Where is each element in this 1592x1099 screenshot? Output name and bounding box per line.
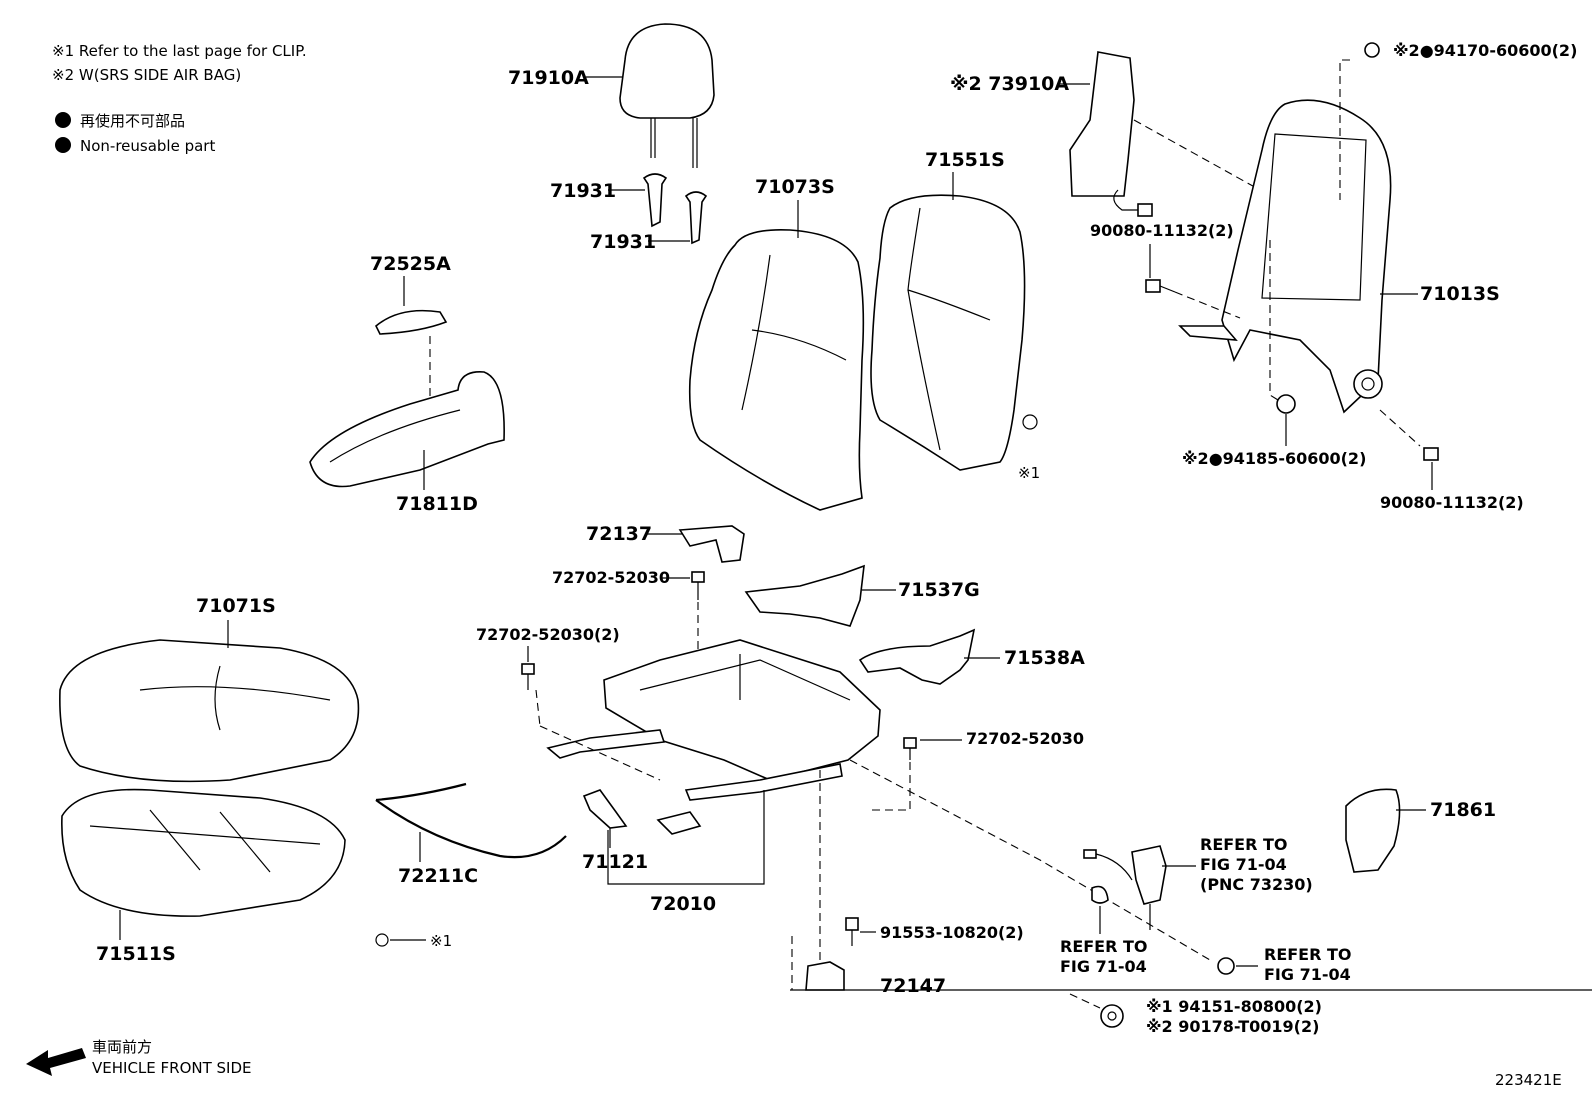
bolt-90080-lower-drawing (1423, 447, 1439, 461)
label-94185-60600: ※2●94185-60600(2) (1182, 449, 1366, 468)
label-90178-T0019: ※2 90178-T0019(2) (1146, 1017, 1319, 1036)
label-71861: 71861 (1430, 799, 1496, 821)
note-clip: ※1 Refer to the last page for CLIP. (52, 42, 307, 60)
label-72702-right: 72702-52030 (966, 729, 1084, 748)
bolt-91553-drawing (845, 917, 859, 946)
wire-72211C-drawing (375, 782, 567, 859)
nut-94185-drawing (1276, 394, 1296, 414)
clip-ref-2: ※1 (430, 932, 452, 950)
seat-track-72010-drawing (546, 639, 881, 835)
label-94151-80800: ※1 94151-80800(2) (1146, 997, 1322, 1016)
side-airbag-drawing (1069, 51, 1153, 217)
bolt-72702-left-drawing (521, 663, 535, 690)
nut-94170-drawing (1364, 42, 1380, 58)
clip-ref-1: ※1 (1018, 464, 1040, 482)
seatback-frame-drawing (1178, 99, 1392, 414)
seatbelt-buckle-drawing (1083, 845, 1167, 930)
label-94170-60600: ※2●94170-60600(2) (1393, 41, 1577, 60)
ref3-line2: FIG 71-04 (1264, 965, 1351, 984)
label-71931-upper: 71931 (550, 180, 616, 202)
headrest-support-drawing (642, 173, 708, 245)
bracket-71538A-drawing (858, 628, 976, 685)
seatback-pad-drawing (870, 194, 1026, 471)
non-reusable-dot-icon (55, 112, 71, 128)
cover-72137-drawing (678, 525, 745, 563)
label-71931-lower: 71931 (590, 231, 656, 253)
label-72211C: 72211C (398, 865, 478, 887)
clip-icon (375, 933, 389, 947)
label-72147: 72147 (880, 975, 946, 997)
label-71121: 71121 (582, 851, 648, 873)
ref1-line1: REFER TO (1200, 835, 1288, 854)
cover-71861-drawing (1345, 788, 1401, 873)
label-72702-top: 72702-52030 (552, 568, 670, 587)
ref3-line1: REFER TO (1264, 945, 1352, 964)
label-71538A: 71538A (1004, 647, 1085, 669)
bolt-72702-top-drawing (691, 571, 705, 600)
legend-jp: 再使用不可部品 (80, 112, 185, 130)
label-71073S: 71073S (755, 176, 835, 198)
figure-id: 223421E (1495, 1071, 1562, 1089)
headrest-drawing (619, 23, 715, 168)
cushion-pad-71511S-drawing (61, 788, 346, 917)
bolt-90080-upper-drawing (1145, 279, 1176, 293)
bracket-71121-drawing (582, 789, 628, 829)
label-72702-left: 72702-52030(2) (476, 625, 620, 644)
label-71910A: 71910A (508, 67, 589, 89)
non-reusable-dot-icon (55, 137, 71, 153)
label-71013S: 71013S (1420, 283, 1500, 305)
label-71551S: 71551S (925, 149, 1005, 171)
label-72525A: 72525A (370, 253, 451, 275)
label-71511S: 71511S (96, 943, 176, 965)
label-73910A: ※2 73910A (950, 73, 1069, 95)
cushion-cover-71071S-drawing (59, 639, 360, 783)
nut-icon (1217, 957, 1235, 975)
front-side-jp: 車両前方 (92, 1038, 152, 1056)
ref2-line1: REFER TO (1060, 937, 1148, 956)
ref2-line2: FIG 71-04 (1060, 957, 1147, 976)
seatback-cover-drawing (688, 228, 865, 511)
clip-icon (1022, 414, 1038, 430)
label-71537G: 71537G (898, 579, 980, 601)
knob-72525A-drawing (375, 309, 448, 335)
nut-94151-drawing (1100, 1004, 1124, 1028)
label-90080-upper: 90080-11132(2) (1090, 221, 1234, 240)
side-shield-71811D-drawing (309, 371, 505, 488)
label-71811D: 71811D (396, 493, 478, 515)
legend-en: Non-reusable part (80, 137, 215, 155)
bolt-72702-right-drawing (903, 737, 917, 760)
label-72010: 72010 (650, 893, 716, 915)
note-airbag: ※2 W(SRS SIDE AIR BAG) (52, 66, 241, 84)
ref1-line3: (PNC 73230) (1200, 875, 1313, 894)
label-90080-lower: 90080-11132(2) (1380, 493, 1524, 512)
arrow-left-icon (26, 1048, 86, 1076)
front-side-en: VEHICLE FRONT SIDE (92, 1059, 252, 1077)
label-72137: 72137 (586, 523, 652, 545)
label-91553-10820: 91553-10820(2) (880, 923, 1024, 942)
label-71071S: 71071S (196, 595, 276, 617)
ref1-line2: FIG 71-04 (1200, 855, 1287, 874)
cover-72147-drawing (791, 936, 845, 991)
bracket-71537G-drawing (744, 564, 865, 627)
